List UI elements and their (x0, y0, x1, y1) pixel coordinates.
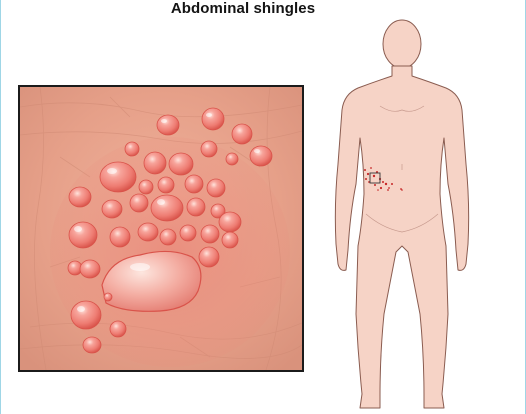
body-silhouette (334, 19, 470, 409)
figure-title: Abdominal shingles (170, 0, 316, 17)
anatomy-lines (365, 105, 439, 233)
skin-closeup-panel (18, 85, 304, 372)
large-blister (101, 250, 202, 312)
head (382, 19, 422, 69)
rash-location-marker (369, 172, 381, 184)
torso-and-limbs (334, 65, 470, 409)
blister-cluster (67, 107, 273, 354)
blister-highlights (74, 113, 260, 312)
human-body-figure (322, 14, 482, 414)
blister-rash-illustration (20, 87, 302, 370)
rash-dots (364, 167, 403, 191)
